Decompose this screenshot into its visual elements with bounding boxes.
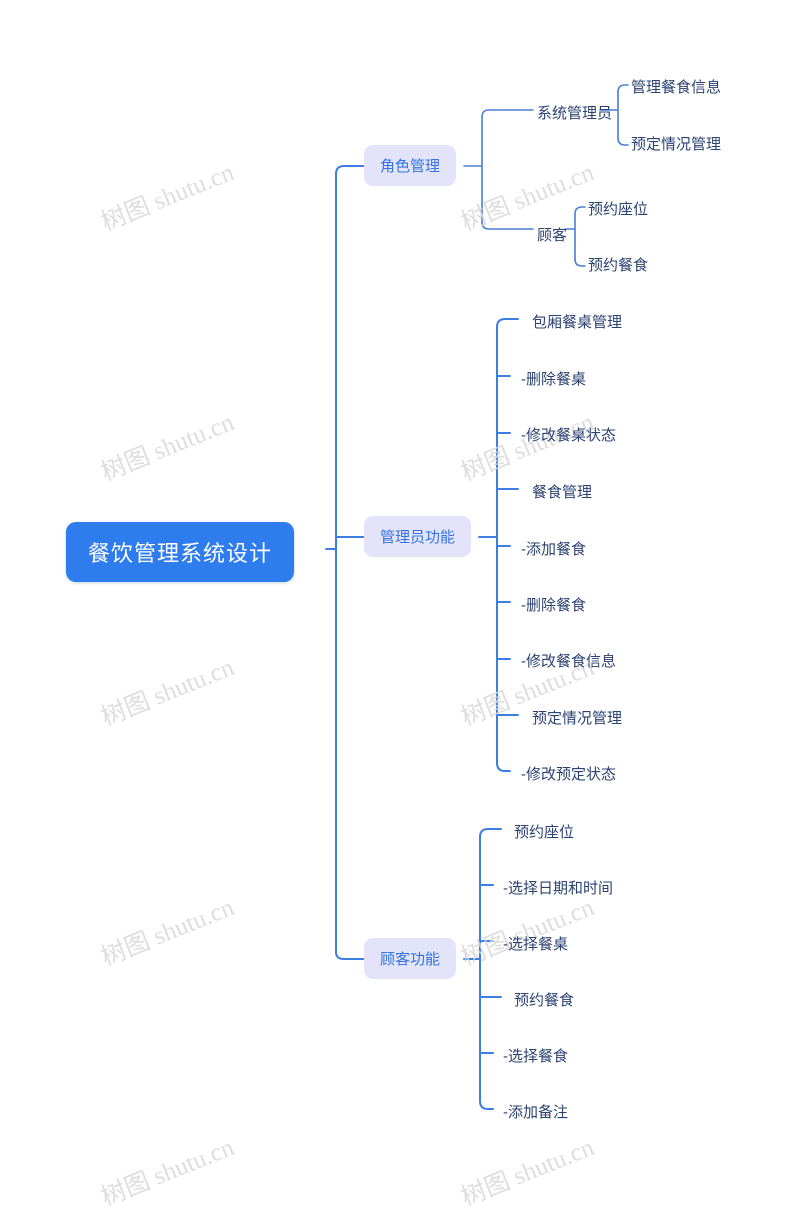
link-trunk-cap-bottom [335,951,365,960]
node-label: -添加备注 [503,1104,568,1121]
node-label: -删除餐食 [521,597,586,614]
link-sysadmin-child-1 [617,84,629,93]
link-role-to-customer [481,221,534,230]
node-label: 餐食管理 [532,484,593,501]
node-add-meal[interactable]: -添加餐食 [521,536,586,561]
leaf-book-meal[interactable]: 预约餐食 [588,252,648,277]
node-reserve-seat[interactable]: 预约座位 [514,819,574,844]
link-customer-child-1 [574,206,586,215]
node-modify-meal-info[interactable]: -修改餐食信息 [521,648,616,673]
node-add-remark[interactable]: -添加备注 [503,1099,568,1124]
node-reserve-meal[interactable]: 预约餐食 [514,987,574,1012]
branch-label: 顾客功能 [380,951,441,968]
node-label: -修改餐食信息 [521,653,616,670]
leaf-label: 管理餐食信息 [631,79,722,96]
node-label: -删除餐桌 [521,371,586,388]
node-customer[interactable]: 顾客 [537,222,567,247]
link-sysadmin-child-2 [617,137,629,146]
node-label: -添加餐食 [521,541,586,558]
root-label: 餐饮管理系统设计 [88,541,273,566]
mindmap-root-node[interactable]: 餐饮管理系统设计 [66,522,295,582]
node-label: 顾客 [537,227,568,244]
node-delete-table[interactable]: -删除餐桌 [521,366,586,391]
connector-layer [325,84,629,1110]
branch-node-role-management[interactable]: 角色管理 [364,145,457,186]
link-trunk-cap-top [335,165,365,175]
node-sysadmin[interactable]: 系统管理员 [537,100,612,125]
node-select-table[interactable]: -选择餐桌 [503,931,568,956]
link-customer-child-2 [574,258,586,267]
node-label: -选择餐桌 [503,936,568,953]
node-label: 预约餐食 [514,992,575,1009]
mindmap-canvas: 餐饮管理系统设计 角色管理 系统管理员 管理餐食信息 预定情况管理 顾客 预约座… [66,74,721,1212]
node-modify-reservation-status[interactable]: -修改预定状态 [521,761,616,786]
leaf-label: 预约餐食 [588,257,649,274]
node-label: -修改餐桌状态 [521,427,616,444]
node-modify-table-status[interactable]: -修改餐桌状态 [521,422,616,447]
leaf-manage-meal-info[interactable]: 管理餐食信息 [631,74,721,99]
link-custfn-item-1 [479,828,502,838]
branch-node-customer-functions[interactable]: 顾客功能 [364,938,457,979]
leaf-book-seat[interactable]: 预约座位 [588,196,648,221]
branch-label: 角色管理 [380,158,441,175]
node-select-date-time[interactable]: -选择日期和时间 [503,875,613,900]
node-label: -修改预定状态 [521,766,616,783]
leaf-label: 预定情况管理 [631,136,722,153]
node-label: 预约座位 [514,824,575,841]
link-role-to-admin-user [481,109,534,118]
node-label: 包厢餐桌管理 [532,314,623,331]
node-private-room-table-management[interactable]: 包厢餐桌管理 [532,309,622,334]
node-label: -选择日期和时间 [503,880,613,897]
link-custfn-item-6 [479,1100,494,1110]
node-select-meal[interactable]: -选择餐食 [503,1043,568,1068]
node-label: 预定情况管理 [532,710,623,727]
node-label: 系统管理员 [537,105,613,122]
leaf-reservation-status-management[interactable]: 预定情况管理 [631,131,721,156]
link-adminfn-item-1 [496,318,519,328]
branch-label: 管理员功能 [380,529,456,546]
node-reservation-management[interactable]: 预定情况管理 [532,705,622,730]
node-meal-management[interactable]: 餐食管理 [532,479,592,504]
node-label: -选择餐食 [503,1048,568,1065]
leaf-label: 预约座位 [588,201,649,218]
node-delete-meal[interactable]: -删除餐食 [521,592,586,617]
link-adminfn-item-9 [496,762,511,772]
branch-node-admin-functions[interactable]: 管理员功能 [364,516,472,557]
